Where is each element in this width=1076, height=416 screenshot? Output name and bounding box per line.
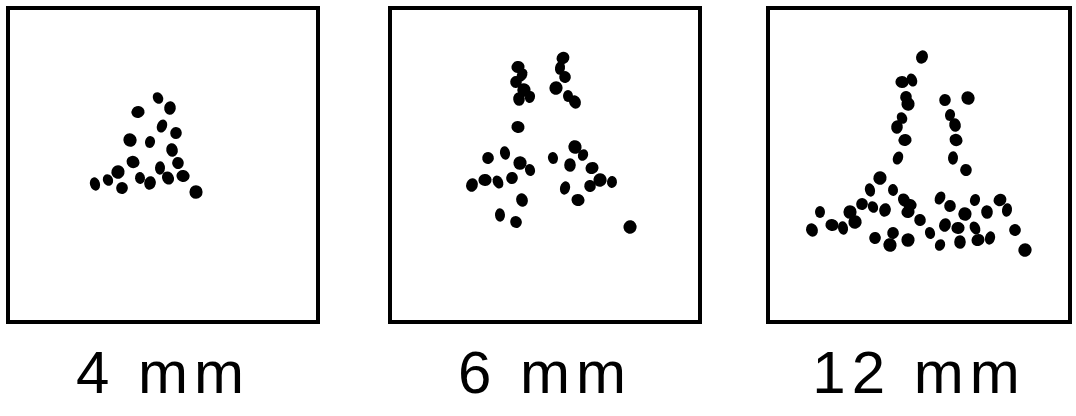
dot	[558, 70, 572, 84]
dot	[885, 225, 901, 241]
dot	[951, 222, 965, 235]
dot	[863, 182, 876, 198]
dot	[121, 131, 139, 149]
dot	[88, 176, 101, 192]
size-label: 6 mm	[458, 343, 632, 403]
dot	[1001, 203, 1013, 218]
dot	[948, 117, 962, 133]
dot	[923, 226, 936, 241]
dot	[564, 158, 576, 172]
dot	[547, 151, 559, 165]
dot	[957, 205, 974, 222]
dot	[499, 146, 511, 161]
dot	[933, 237, 947, 252]
dot	[576, 147, 590, 162]
dot	[846, 213, 864, 231]
dot	[124, 154, 141, 171]
dot	[887, 184, 898, 197]
dot	[144, 135, 156, 149]
dot	[101, 172, 115, 187]
dot	[900, 205, 915, 219]
dot	[134, 172, 145, 185]
dot	[891, 150, 905, 166]
dot	[570, 192, 587, 208]
dot	[114, 180, 129, 195]
dot	[947, 132, 964, 149]
dot	[523, 163, 536, 178]
dot	[914, 48, 930, 65]
dot	[968, 193, 981, 208]
dot	[804, 221, 820, 238]
dot	[872, 170, 889, 187]
dot	[944, 200, 956, 213]
dot	[143, 175, 157, 191]
dot	[606, 176, 617, 189]
dot	[897, 132, 913, 147]
dot	[464, 177, 479, 194]
dot	[854, 196, 869, 211]
dot	[954, 235, 966, 249]
dot	[1008, 223, 1022, 237]
dot	[895, 76, 909, 88]
dot	[815, 206, 825, 218]
specimen-frame	[8, 8, 318, 322]
dot	[584, 160, 601, 176]
dot	[901, 233, 915, 248]
dot	[882, 237, 898, 253]
size-label: 12 mm	[812, 343, 1025, 403]
dot	[160, 169, 177, 187]
dot	[948, 151, 959, 165]
dot	[970, 232, 987, 248]
dot	[547, 79, 564, 97]
dot	[1016, 241, 1033, 259]
dot	[824, 218, 840, 233]
dot	[939, 94, 951, 106]
dot	[901, 96, 916, 111]
dot	[890, 120, 903, 135]
dot	[981, 205, 994, 220]
dot	[567, 93, 583, 110]
size-label: 4 mm	[76, 343, 250, 403]
dot	[189, 185, 202, 199]
dot	[480, 150, 496, 166]
dot	[155, 118, 169, 134]
dot	[165, 142, 179, 158]
dot	[170, 155, 185, 170]
dot	[983, 230, 996, 246]
dot	[591, 171, 609, 189]
dot	[478, 174, 492, 187]
dot	[495, 208, 506, 222]
dot	[905, 72, 919, 88]
dot	[959, 89, 977, 107]
dot	[513, 92, 526, 107]
dot	[130, 104, 146, 119]
dot	[622, 219, 638, 235]
specimen-frame	[390, 8, 700, 322]
dot	[866, 199, 880, 214]
dot	[868, 231, 882, 245]
dot	[967, 220, 982, 237]
dot	[523, 90, 536, 105]
specimen-frame	[768, 8, 1070, 322]
dot	[490, 174, 505, 191]
dot	[151, 90, 166, 105]
dot	[937, 217, 952, 234]
dot	[508, 214, 524, 230]
dot	[163, 101, 176, 116]
dot	[514, 192, 529, 208]
dot	[510, 120, 526, 135]
dot	[958, 162, 973, 177]
dot	[913, 213, 926, 226]
dot	[505, 171, 519, 185]
dot	[878, 202, 892, 218]
dot	[170, 127, 182, 139]
dot	[558, 180, 571, 196]
dot	[837, 221, 849, 236]
dot	[176, 169, 191, 183]
